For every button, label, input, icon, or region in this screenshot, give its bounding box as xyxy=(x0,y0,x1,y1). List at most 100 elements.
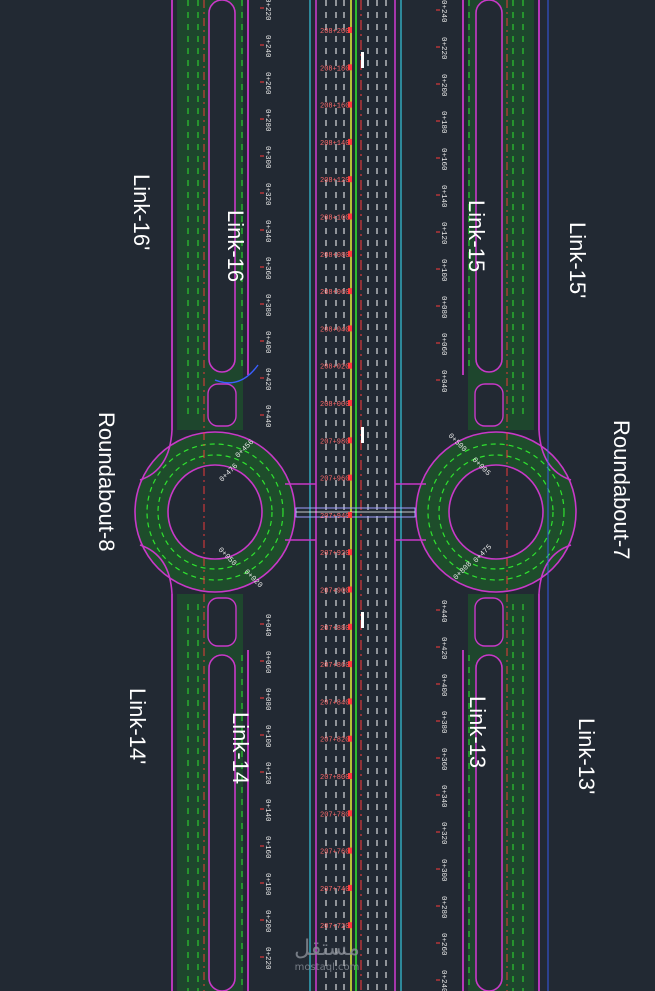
label-link-15-prime: Link-15' xyxy=(565,222,590,298)
label-link-13: Link-13 xyxy=(465,696,490,768)
center-chainage-marker xyxy=(348,250,352,257)
chainage-label: 0+220 xyxy=(263,947,271,970)
center-chainage-label: 207+980 xyxy=(320,438,349,446)
label-link-14-prime: Link-14' xyxy=(125,688,150,764)
chainage-label: 0+120 xyxy=(439,222,447,245)
center-chainage-marker xyxy=(348,623,352,630)
chainage-label: 0+180 xyxy=(263,873,271,896)
center-chainage-marker xyxy=(348,138,352,145)
chainage-label: 0+380 xyxy=(263,294,271,317)
chainage-label: 0+240 xyxy=(439,970,447,991)
chainage-label: 0+080 xyxy=(439,296,447,319)
center-chainage-marker xyxy=(348,474,352,481)
center-chainage-marker xyxy=(348,884,352,891)
chainage-label: 0+140 xyxy=(439,185,447,208)
center-chainage-marker xyxy=(348,698,352,705)
center-chainage-label: 207+940 xyxy=(320,513,349,521)
chainage-labels-left-top: 0+2200+2400+2600+2800+3000+3200+3400+360… xyxy=(260,0,271,428)
chainage-label: 0+280 xyxy=(439,896,447,919)
center-chainage-label: 208+200 xyxy=(320,28,349,36)
chainage-labels-center: 208+200208+180208+160208+140208+120208+1… xyxy=(320,27,352,931)
label-link-16-prime: Link-16' xyxy=(129,174,154,250)
center-chainage-label: 207+880 xyxy=(320,625,349,633)
chainage-label: 0+420 xyxy=(439,637,447,660)
chainage-label: 0+300 xyxy=(439,859,447,882)
chainage-label: 0+340 xyxy=(439,785,447,808)
chainage-labels-right-top: 0+240 0+220 0+200 0+180 0+160 0+140 0+120 0+100… xyxy=(436,0,447,393)
chainage-label: 0+100 xyxy=(263,725,271,748)
chainage-labels-left-bottom: 0+0400+0600+0800+1000+1200+1400+1600+180… xyxy=(260,614,271,970)
center-chainage-label: 207+780 xyxy=(320,811,349,819)
chainage-label: 0+060 xyxy=(263,651,271,674)
center-chainage-marker xyxy=(348,773,352,779)
center-chainage-marker xyxy=(348,64,352,71)
center-chainage-label: 208+180 xyxy=(320,65,349,73)
roundabout-7-ring xyxy=(415,431,577,593)
center-chainage-marker xyxy=(348,922,352,929)
chainage-label: 0+380 xyxy=(439,711,447,734)
chainage-label: 0+240 xyxy=(263,35,271,58)
left-link-roads xyxy=(139,0,259,991)
chainage-label: 0+220 xyxy=(263,0,271,21)
chainage-label: 0+080 xyxy=(263,688,271,711)
center-chainage-marker xyxy=(348,362,352,369)
chainage-label: 0+220 xyxy=(439,37,447,60)
watermark-url: mostaql.com xyxy=(295,962,360,973)
label-link-13-prime: Link-13' xyxy=(574,718,599,794)
center-chainage-marker xyxy=(348,400,352,406)
center-chainage-label: 208+160 xyxy=(320,103,349,111)
center-chainage-marker xyxy=(348,735,352,742)
center-chainage-marker xyxy=(348,213,352,220)
center-chainage-label: 208+020 xyxy=(320,364,349,372)
center-chainage-marker xyxy=(348,325,352,332)
label-roundabout-7: Roundabout-7 xyxy=(609,420,634,559)
chainage-label: 0+200 xyxy=(263,910,271,933)
chainage-label: 0+400 xyxy=(439,674,447,697)
center-chainage-label: 207+800 xyxy=(320,774,349,782)
main-highway xyxy=(285,0,426,991)
center-chainage-marker xyxy=(348,511,352,518)
chainage-label: 0+180 xyxy=(439,111,447,134)
center-chainage-marker xyxy=(348,437,352,444)
roundabout-8-ring xyxy=(134,431,296,593)
chainage-label: 0+040 xyxy=(439,370,447,393)
chainage-label: 0+320 xyxy=(263,183,271,206)
center-chainage-marker xyxy=(348,661,352,668)
label-link-15: Link-15 xyxy=(464,200,489,272)
chainage-label: 0+160 xyxy=(439,148,447,171)
chainage-label: 0+340 xyxy=(263,220,271,243)
center-chainage-label: 207+960 xyxy=(320,476,349,484)
center-chainage-marker xyxy=(348,27,352,33)
chainage-label: 0+440 xyxy=(439,600,447,623)
center-chainage-label: 207+860 xyxy=(320,662,349,670)
chainage-label: 0+420 xyxy=(263,368,271,391)
center-chainage-marker xyxy=(348,586,352,593)
center-chainage-label: 207+900 xyxy=(320,588,349,596)
center-chainage-label: 207+920 xyxy=(320,550,349,558)
chainage-label: 0+060 xyxy=(439,333,447,356)
chainage-label: 0+040 xyxy=(263,614,271,637)
chainage-label: 0+260 xyxy=(439,933,447,956)
center-chainage-label: 207+720 xyxy=(320,923,349,931)
center-chainage-marker xyxy=(348,176,352,183)
center-chainage-marker xyxy=(348,810,352,817)
chainage-label: 0+360 xyxy=(439,748,447,771)
chainage-label: 0+160 xyxy=(263,836,271,859)
label-roundabout-8: Roundabout-8 xyxy=(94,412,119,551)
chainage-label: 0+120 xyxy=(263,762,271,785)
center-chainage-label: 207+820 xyxy=(320,737,349,745)
label-link-16: Link-16 xyxy=(223,210,248,282)
chainage-label: 0+100 xyxy=(439,259,447,282)
label-link-14: Link-14 xyxy=(228,712,253,784)
chainage-label: 0+440 xyxy=(263,405,271,428)
center-chainage-label: 208+080 xyxy=(320,252,349,260)
center-chainage-label: 208+000 xyxy=(320,401,349,409)
chainage-label: 0+280 xyxy=(263,109,271,132)
chainage-label: 0+300 xyxy=(263,146,271,169)
right-link-roads xyxy=(462,0,572,991)
chainage-label: 0+240 xyxy=(439,0,447,23)
center-chainage-marker xyxy=(348,847,352,854)
center-chainage-marker xyxy=(348,101,352,108)
chainage-label: 0+200 xyxy=(439,74,447,97)
